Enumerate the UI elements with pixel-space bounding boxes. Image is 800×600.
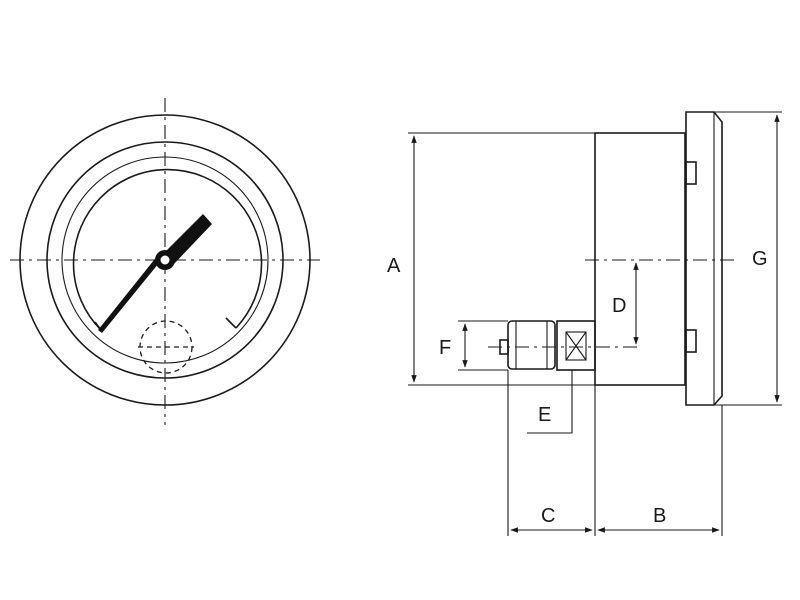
dim-g-label: G bbox=[752, 248, 768, 270]
dim-e-label: E bbox=[538, 404, 551, 426]
pointer-needle bbox=[98, 255, 163, 333]
side-view: A G D F E C B bbox=[387, 111, 782, 536]
bezel-ring bbox=[685, 111, 723, 406]
thread-connector bbox=[507, 320, 556, 370]
case-body bbox=[594, 132, 686, 386]
wrench-flat-inner bbox=[565, 331, 587, 361]
dim-f-label: F bbox=[439, 337, 451, 359]
pointer-hub-center bbox=[160, 255, 170, 265]
front-view bbox=[10, 98, 320, 425]
dim-d-label: D bbox=[612, 295, 626, 317]
dim-c-label: C bbox=[541, 505, 555, 527]
pointer-tail bbox=[163, 214, 212, 266]
scale-end-tick bbox=[225, 317, 237, 329]
wrench-flat bbox=[556, 320, 596, 371]
scale-arc bbox=[72, 168, 263, 331]
clip-top bbox=[685, 161, 697, 185]
wrench-cross-b bbox=[565, 331, 587, 361]
dim-b-label: B bbox=[653, 505, 666, 527]
dim-a-label: A bbox=[387, 255, 401, 277]
clip-bottom bbox=[685, 329, 697, 353]
dim-e-leader bbox=[527, 370, 573, 434]
